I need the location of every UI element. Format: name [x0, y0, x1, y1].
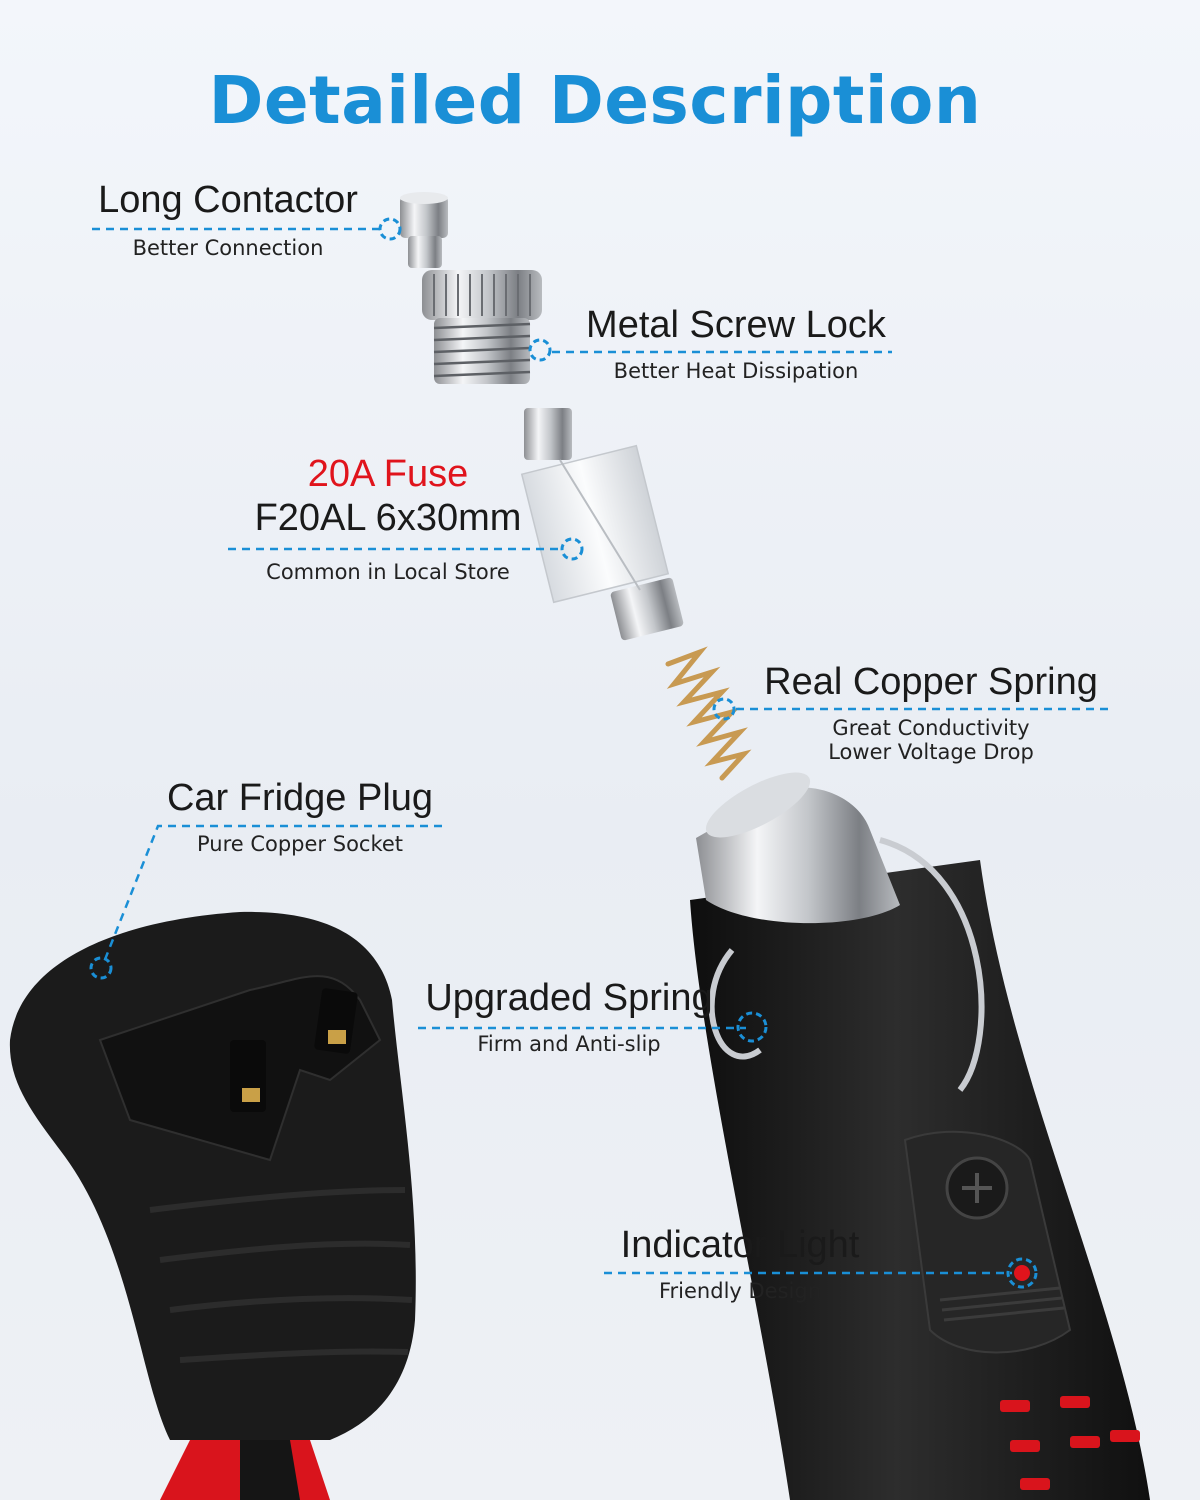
callout-indicator-light: Indicator Light Friendly Design — [604, 1223, 876, 1303]
callout-upgraded-spring: Upgraded Spring Firm and Anti-slip — [416, 976, 722, 1056]
fuse-spec: F20AL 6x30mm — [254, 497, 522, 539]
metal-screw-lock-part — [422, 270, 542, 384]
callout-title: Metal Screw Lock — [586, 304, 886, 346]
callout-lines — [92, 227, 1110, 1275]
callout-title: Upgraded Spring — [425, 977, 713, 1019]
callout-copper-spring: Real Copper Spring Great Conductivity Lo… — [752, 660, 1110, 764]
long-contactor-part — [400, 192, 448, 268]
callout-subtitle: Firm and Anti-slip — [477, 1032, 661, 1056]
callout-title: Real Copper Spring — [764, 661, 1098, 703]
callout-title: Long Contactor — [98, 179, 358, 221]
callout-car-fridge-plug: Car Fridge Plug Pure Copper Socket — [158, 776, 442, 856]
callout-markers — [89, 217, 1038, 1289]
callout-title: Indicator Light — [620, 1224, 860, 1266]
callout-fuse: 20A Fuse F20AL 6x30mm Common in Local St… — [230, 452, 546, 584]
callout-metal-screw-lock: Metal Screw Lock Better Heat Dissipation — [576, 303, 896, 383]
callout-subtitle: Better Heat Dissipation — [613, 359, 859, 383]
callout-title: Car Fridge Plug — [166, 777, 434, 819]
callout-subtitle: Common in Local Store — [266, 560, 510, 584]
callout-long-contactor: Long Contactor Better Connection — [90, 178, 366, 260]
fuse-rating: 20A Fuse — [307, 453, 469, 495]
callout-subtitle: Pure Copper Socket — [196, 832, 404, 856]
callout-subtitle-2: Lower Voltage Drop — [828, 740, 1034, 764]
callout-subtitle-1: Great Conductivity — [832, 716, 1030, 740]
copper-spring-part — [665, 646, 752, 781]
callout-subtitle: Friendly Design — [658, 1279, 822, 1303]
page-title: Detailed Description — [208, 62, 982, 139]
callout-subtitle: Better Connection — [132, 236, 324, 260]
car-fridge-plug-part — [9, 911, 416, 1500]
fuse-part — [520, 408, 684, 641]
cigarette-plug-part — [690, 772, 1150, 1500]
